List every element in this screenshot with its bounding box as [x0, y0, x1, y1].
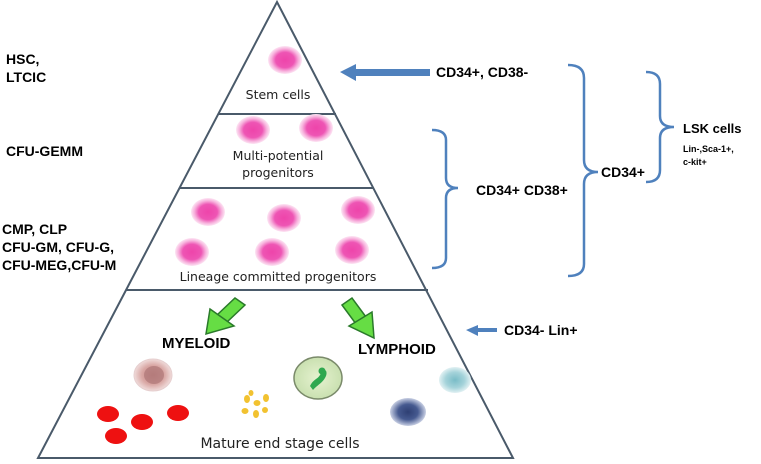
- mature-cell-pointer-arrow: [466, 325, 497, 336]
- committed-cell: [335, 236, 369, 264]
- red-blood-cell: [131, 414, 153, 430]
- cd34-cd38-pos-label: CD34+ CD38+: [476, 182, 568, 198]
- tier-stem-cells-label: Stem cells: [245, 87, 311, 102]
- platelets: [241, 390, 269, 418]
- committed-label-line3: CFU-MEG,CFU-M: [2, 257, 117, 273]
- cd34-cd38-neg-label: CD34+, CD38-: [436, 64, 529, 80]
- tier-multipotent-label-line2: progenitors: [242, 165, 314, 180]
- hsc-label-line2: LTCIC: [6, 69, 47, 85]
- hsc-label-line1: HSC,: [6, 51, 40, 67]
- bracket-cd34-cd38-pos: [431, 128, 459, 270]
- committed-cell: [267, 204, 301, 232]
- stem-cell-pointer-arrow: [340, 64, 430, 81]
- multipotent-cell: [236, 116, 270, 144]
- lsk-cells-title: LSK cells: [683, 121, 742, 136]
- red-blood-cell: [105, 428, 127, 444]
- myeloid-label: MYELOID: [162, 335, 231, 352]
- stem-cell: [268, 46, 302, 74]
- tier-committed-label: Lineage committed progenitors: [179, 269, 377, 284]
- lymphoid-label: LYMPHOID: [358, 341, 436, 358]
- myeloid-arrow: [205, 297, 247, 336]
- lymphocyte-cell-dark: [390, 398, 426, 426]
- committed-cell: [175, 238, 209, 266]
- bracket-lsk: [645, 70, 675, 184]
- committed-cell: [255, 238, 289, 266]
- red-blood-cell: [97, 406, 119, 422]
- cfu-gemm-label: CFU-GEMM: [6, 143, 83, 159]
- red-blood-cell: [167, 405, 189, 421]
- cd34-pos-label: CD34+: [601, 164, 645, 180]
- eosinophil-cell: [293, 356, 343, 400]
- committed-cell: [341, 196, 375, 224]
- bracket-cd34-pos: [567, 63, 599, 278]
- committed-label-line2: CFU-GM, CFU-G,: [2, 239, 114, 255]
- cd34-neg-lin-pos-label: CD34- Lin+: [504, 322, 578, 338]
- lymphocyte-cell-light: [439, 367, 471, 393]
- lsk-markers-line1: Lin-,Sca-1+,: [683, 144, 734, 154]
- lsk-markers-line2: c-kit+: [683, 157, 707, 167]
- tier-mature-label: Mature end stage cells: [200, 436, 360, 452]
- tier-multipotent-label-line1: Multi-potential: [232, 148, 324, 163]
- committed-cell: [191, 198, 225, 226]
- lymphoid-arrow: [340, 296, 375, 340]
- multipotent-cell: [299, 114, 333, 142]
- committed-label-line1: CMP, CLP: [2, 221, 68, 237]
- monocyte-cell: [133, 358, 173, 392]
